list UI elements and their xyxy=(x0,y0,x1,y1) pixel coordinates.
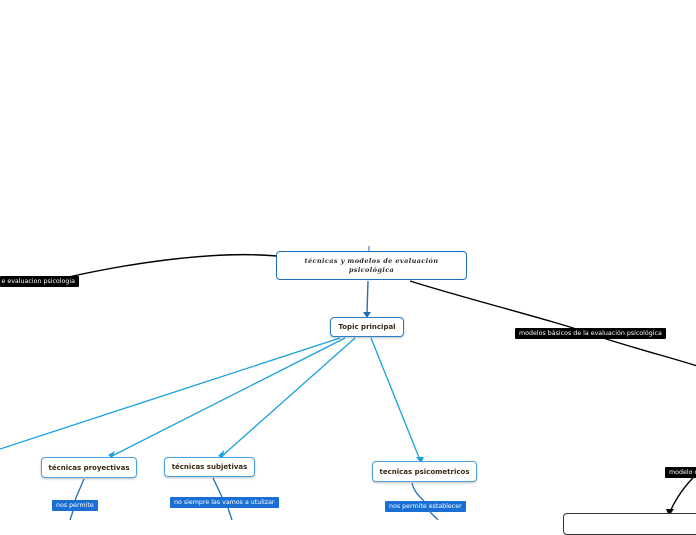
relation-label-modelo-partial[interactable]: modelo c xyxy=(665,467,696,478)
arrowhead-psicometricos xyxy=(416,457,424,463)
relation-label-permite-establecer[interactable]: nos permite establecer xyxy=(385,501,466,512)
topic-node[interactable]: Topic principal xyxy=(330,317,404,337)
connector-proyectivas-label xyxy=(69,478,85,520)
branch-label-subjetivas: técnicas subjetivas xyxy=(171,463,248,471)
connector-topic-offscreen xyxy=(0,337,341,450)
branch-label-proyectivas: técnicas proyectivas xyxy=(48,463,130,472)
arrowhead-subjetivas xyxy=(218,450,224,458)
connector-topic-subjetivas xyxy=(221,337,356,457)
topic-node-label: Topic principal xyxy=(338,323,396,331)
connector-topic-psicometricos xyxy=(370,337,421,461)
root-node[interactable]: técnicas y modelos de evaluación psicoló… xyxy=(276,251,467,280)
connector-root-modelos xyxy=(409,280,696,367)
relation-label-no-siempre[interactable]: no siempre las vamos a utulizar xyxy=(170,497,279,508)
relation-label-modelos[interactable]: modelos básicos de la evaluación psicoló… xyxy=(515,328,666,339)
branch-node-proyectivas[interactable]: técnicas proyectivas xyxy=(41,457,137,478)
relation-label-nos-permite[interactable]: nos permite xyxy=(52,500,98,511)
branch-label-psicometricos: tecnicas psicometricos xyxy=(379,467,470,476)
connector-subjetivas-label xyxy=(212,477,233,520)
arrowhead-proyectivas xyxy=(108,451,115,458)
relation-label-evaluacion[interactable]: e evaluacion psicologia xyxy=(0,276,79,287)
arrowhead-modelo-child xyxy=(666,509,674,516)
partial-node[interactable] xyxy=(563,513,696,535)
arrowhead-topic xyxy=(363,312,371,318)
branch-node-psicometricos[interactable]: tecnicas psicometricos xyxy=(372,461,477,482)
connector-psicometricos-label xyxy=(411,482,439,520)
root-node-label: técnicas y modelos de evaluación psicoló… xyxy=(304,256,439,274)
connector-root-topic xyxy=(366,280,369,314)
branch-node-subjetivas[interactable]: técnicas subjetivas xyxy=(164,457,255,477)
connector-modelo-child xyxy=(669,474,696,513)
mind-map-connectors xyxy=(0,246,696,520)
connector-root-evaluacion xyxy=(59,253,278,280)
connector-topic-proyectivas xyxy=(111,337,346,457)
